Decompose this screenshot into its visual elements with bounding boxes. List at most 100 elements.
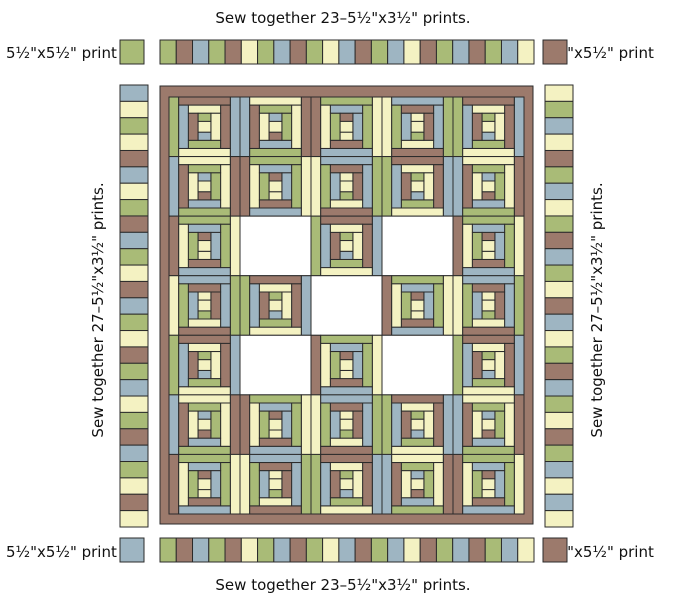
log-strip bbox=[311, 97, 321, 157]
log-strip bbox=[372, 335, 382, 395]
empty-block bbox=[311, 276, 382, 336]
strip-piece bbox=[120, 347, 148, 363]
log-strip bbox=[472, 224, 504, 232]
strip-piece bbox=[258, 538, 274, 562]
corner-label-top-left: 5½"x5½" print bbox=[6, 44, 117, 62]
log-strip bbox=[411, 471, 424, 479]
log-strip bbox=[282, 113, 292, 140]
log-strip bbox=[321, 403, 331, 446]
log-strip bbox=[250, 403, 260, 446]
log-strip bbox=[179, 268, 231, 276]
left-border-strip bbox=[120, 85, 148, 527]
log-strip bbox=[240, 276, 250, 336]
log-strip bbox=[363, 463, 373, 506]
strip-piece bbox=[545, 380, 573, 396]
strip-piece bbox=[120, 232, 148, 248]
log-strip bbox=[401, 200, 433, 208]
log-strip bbox=[269, 311, 282, 319]
log-strip bbox=[311, 157, 321, 217]
log-strip bbox=[424, 113, 434, 140]
strip-piece bbox=[355, 40, 371, 64]
log-strip bbox=[321, 343, 331, 386]
log-strip bbox=[505, 105, 515, 148]
log-strip bbox=[179, 157, 231, 165]
log-strip bbox=[505, 165, 515, 208]
log-strip bbox=[505, 463, 515, 506]
log-strip bbox=[401, 438, 433, 446]
log-strip bbox=[240, 454, 250, 514]
log-strip bbox=[321, 454, 373, 462]
block-center bbox=[482, 479, 495, 490]
strip-piece bbox=[545, 281, 573, 297]
strip-piece bbox=[120, 167, 148, 183]
strip-piece bbox=[120, 134, 148, 150]
log-strip bbox=[330, 352, 340, 379]
log-strip bbox=[321, 387, 373, 395]
log-strip bbox=[482, 370, 495, 378]
top-border-strip bbox=[160, 40, 534, 64]
log-strip bbox=[330, 463, 362, 471]
block-center bbox=[340, 241, 353, 252]
log-strip bbox=[269, 192, 282, 200]
log-strip bbox=[179, 216, 231, 224]
log-strip bbox=[353, 411, 363, 438]
strip-piece bbox=[120, 200, 148, 216]
strip-piece bbox=[518, 538, 534, 562]
log-strip bbox=[340, 370, 353, 378]
log-strip bbox=[453, 157, 463, 217]
log-strip bbox=[198, 471, 211, 479]
strip-piece bbox=[290, 40, 306, 64]
log-strip bbox=[179, 403, 189, 446]
log-strip bbox=[463, 506, 515, 514]
log-strip bbox=[198, 370, 211, 378]
log-strip bbox=[311, 335, 321, 395]
strip-piece bbox=[120, 331, 148, 347]
log-strip bbox=[259, 173, 269, 200]
log-strip bbox=[188, 438, 220, 446]
log-strip bbox=[179, 276, 231, 284]
log-strip bbox=[330, 113, 340, 140]
log-strip bbox=[169, 216, 179, 276]
log-strip bbox=[282, 292, 292, 319]
log-strip bbox=[401, 498, 433, 506]
strip-piece bbox=[209, 538, 225, 562]
right-strip-label: Sew together 27–5½"x3½" prints. bbox=[588, 182, 606, 437]
block-center bbox=[411, 300, 424, 311]
log-strip bbox=[505, 224, 515, 267]
log-strip bbox=[353, 232, 363, 259]
strip-piece bbox=[306, 40, 322, 64]
log-strip bbox=[514, 97, 524, 157]
log-strip bbox=[353, 471, 363, 498]
strip-piece bbox=[120, 85, 148, 101]
block-center bbox=[198, 479, 211, 490]
log-strip bbox=[282, 173, 292, 200]
log-strip bbox=[211, 292, 221, 319]
log-strip bbox=[363, 343, 373, 386]
log-strip bbox=[240, 97, 250, 157]
strip-piece bbox=[120, 118, 148, 134]
log-strip bbox=[434, 463, 444, 506]
log-strip bbox=[250, 208, 302, 216]
log-strip bbox=[198, 311, 211, 319]
log-strip bbox=[401, 319, 433, 327]
log-strip bbox=[340, 490, 353, 498]
log-strip bbox=[230, 454, 240, 514]
log-strip bbox=[269, 490, 282, 498]
log-strip bbox=[269, 173, 282, 181]
log-strip bbox=[250, 463, 260, 506]
log-strip bbox=[453, 395, 463, 455]
quilt-center bbox=[160, 86, 533, 524]
log-strip bbox=[321, 97, 373, 105]
log-strip bbox=[363, 105, 373, 148]
log-strip bbox=[340, 411, 353, 419]
log-strip bbox=[330, 105, 362, 113]
block-center bbox=[269, 300, 282, 311]
block-center bbox=[411, 121, 424, 132]
log-strip bbox=[211, 411, 221, 438]
log-strip bbox=[463, 395, 515, 403]
log-strip bbox=[230, 395, 240, 455]
log-strip bbox=[292, 105, 302, 148]
log-strip bbox=[179, 97, 231, 105]
log-strip bbox=[330, 471, 340, 498]
log-strip bbox=[411, 490, 424, 498]
